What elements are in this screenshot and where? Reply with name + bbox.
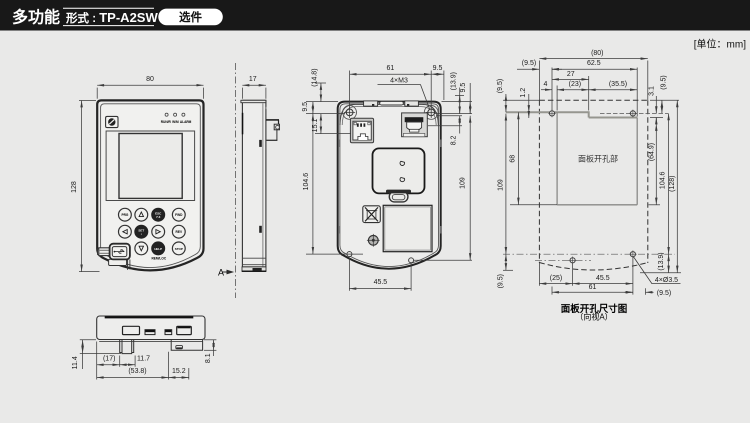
svg-text:(80): (80) (591, 50, 603, 57)
svg-text:(64.9): (64.9) (649, 143, 656, 161)
svg-text:形式 : TP-A2SW: 形式 : TP-A2SW (66, 10, 158, 25)
svg-text:128: 128 (71, 181, 78, 193)
svg-text:62.5: 62.5 (587, 60, 601, 67)
svg-text:RUN/R: RUN/R (161, 120, 172, 124)
svg-text:(9.5): (9.5) (497, 79, 504, 93)
svg-text:(9.5): (9.5) (657, 290, 671, 297)
svg-text:61: 61 (387, 65, 395, 72)
svg-text:11.4: 11.4 (72, 356, 79, 369)
svg-text:9.5: 9.5 (460, 83, 467, 93)
svg-text:109: 109 (497, 179, 504, 191)
svg-text:8.2: 8.2 (451, 135, 458, 145)
svg-text:(53.8): (53.8) (128, 368, 146, 375)
svg-text:REM/LOC: REM/LOC (151, 257, 166, 261)
svg-text:(9.5): (9.5) (522, 60, 536, 67)
svg-text:45.5: 45.5 (596, 275, 610, 282)
svg-text:A: A (218, 267, 224, 277)
svg-text:SET: SET (138, 228, 144, 232)
svg-text:17: 17 (249, 76, 257, 83)
svg-text:HELP: HELP (154, 247, 162, 251)
svg-text:27: 27 (567, 71, 575, 78)
svg-text:STOP: STOP (175, 247, 183, 251)
svg-text:(9.5): (9.5) (660, 75, 667, 89)
svg-text:15.2: 15.2 (172, 368, 186, 375)
svg-text:4: 4 (544, 81, 548, 88)
svg-text:选件: 选件 (179, 10, 202, 24)
svg-text:(128): (128) (669, 176, 676, 192)
svg-text:W/M: W/M (172, 120, 179, 124)
svg-text:3.1: 3.1 (648, 86, 655, 96)
svg-text:面板开孔部: 面板开孔部 (578, 154, 618, 164)
svg-text:80: 80 (146, 76, 154, 83)
svg-text:(25): (25) (550, 275, 562, 282)
svg-text:[单位：mm]: [单位：mm] (694, 38, 746, 51)
svg-text:9.5: 9.5 (433, 65, 443, 72)
svg-text:9.5: 9.5 (302, 102, 309, 112)
svg-text:11.7: 11.7 (137, 355, 150, 362)
svg-text:4×Ø3.5: 4×Ø3.5 (655, 277, 678, 284)
svg-text:面板开孔尺寸图: 面板开孔尺寸图 (561, 303, 628, 315)
svg-text:7.3: 7.3 (156, 215, 161, 219)
svg-text:（向视A）: （向视A） (575, 312, 612, 322)
svg-text:(35.5): (35.5) (609, 81, 627, 88)
svg-text:▪: ▪ (141, 232, 142, 236)
svg-text:(13.9): (13.9) (658, 252, 665, 270)
svg-text:45.5: 45.5 (374, 279, 388, 286)
svg-text:(17): (17) (103, 355, 115, 362)
svg-text:(23): (23) (569, 81, 581, 88)
svg-text:104.6: 104.6 (659, 171, 666, 189)
svg-text:68: 68 (510, 155, 517, 163)
svg-text:4×M3: 4×M3 (390, 77, 408, 84)
svg-text:PRG: PRG (121, 213, 128, 217)
svg-text:多功能: 多功能 (12, 7, 60, 26)
svg-text:(9.5): (9.5) (497, 274, 504, 288)
svg-text:61: 61 (589, 284, 597, 291)
svg-text:104.6: 104.6 (303, 173, 310, 191)
svg-text:FWD: FWD (175, 213, 183, 217)
svg-text:109: 109 (459, 177, 466, 189)
svg-text:15.1: 15.1 (312, 119, 319, 133)
svg-text:8.1: 8.1 (205, 353, 212, 363)
svg-text:ESC: ESC (155, 211, 162, 215)
svg-text:(13.9): (13.9) (451, 72, 458, 90)
svg-text:REV: REV (176, 230, 183, 234)
svg-text:ALARM: ALARM (180, 120, 192, 124)
svg-text:(14.8): (14.8) (311, 68, 318, 86)
svg-text:1.2: 1.2 (520, 88, 527, 98)
